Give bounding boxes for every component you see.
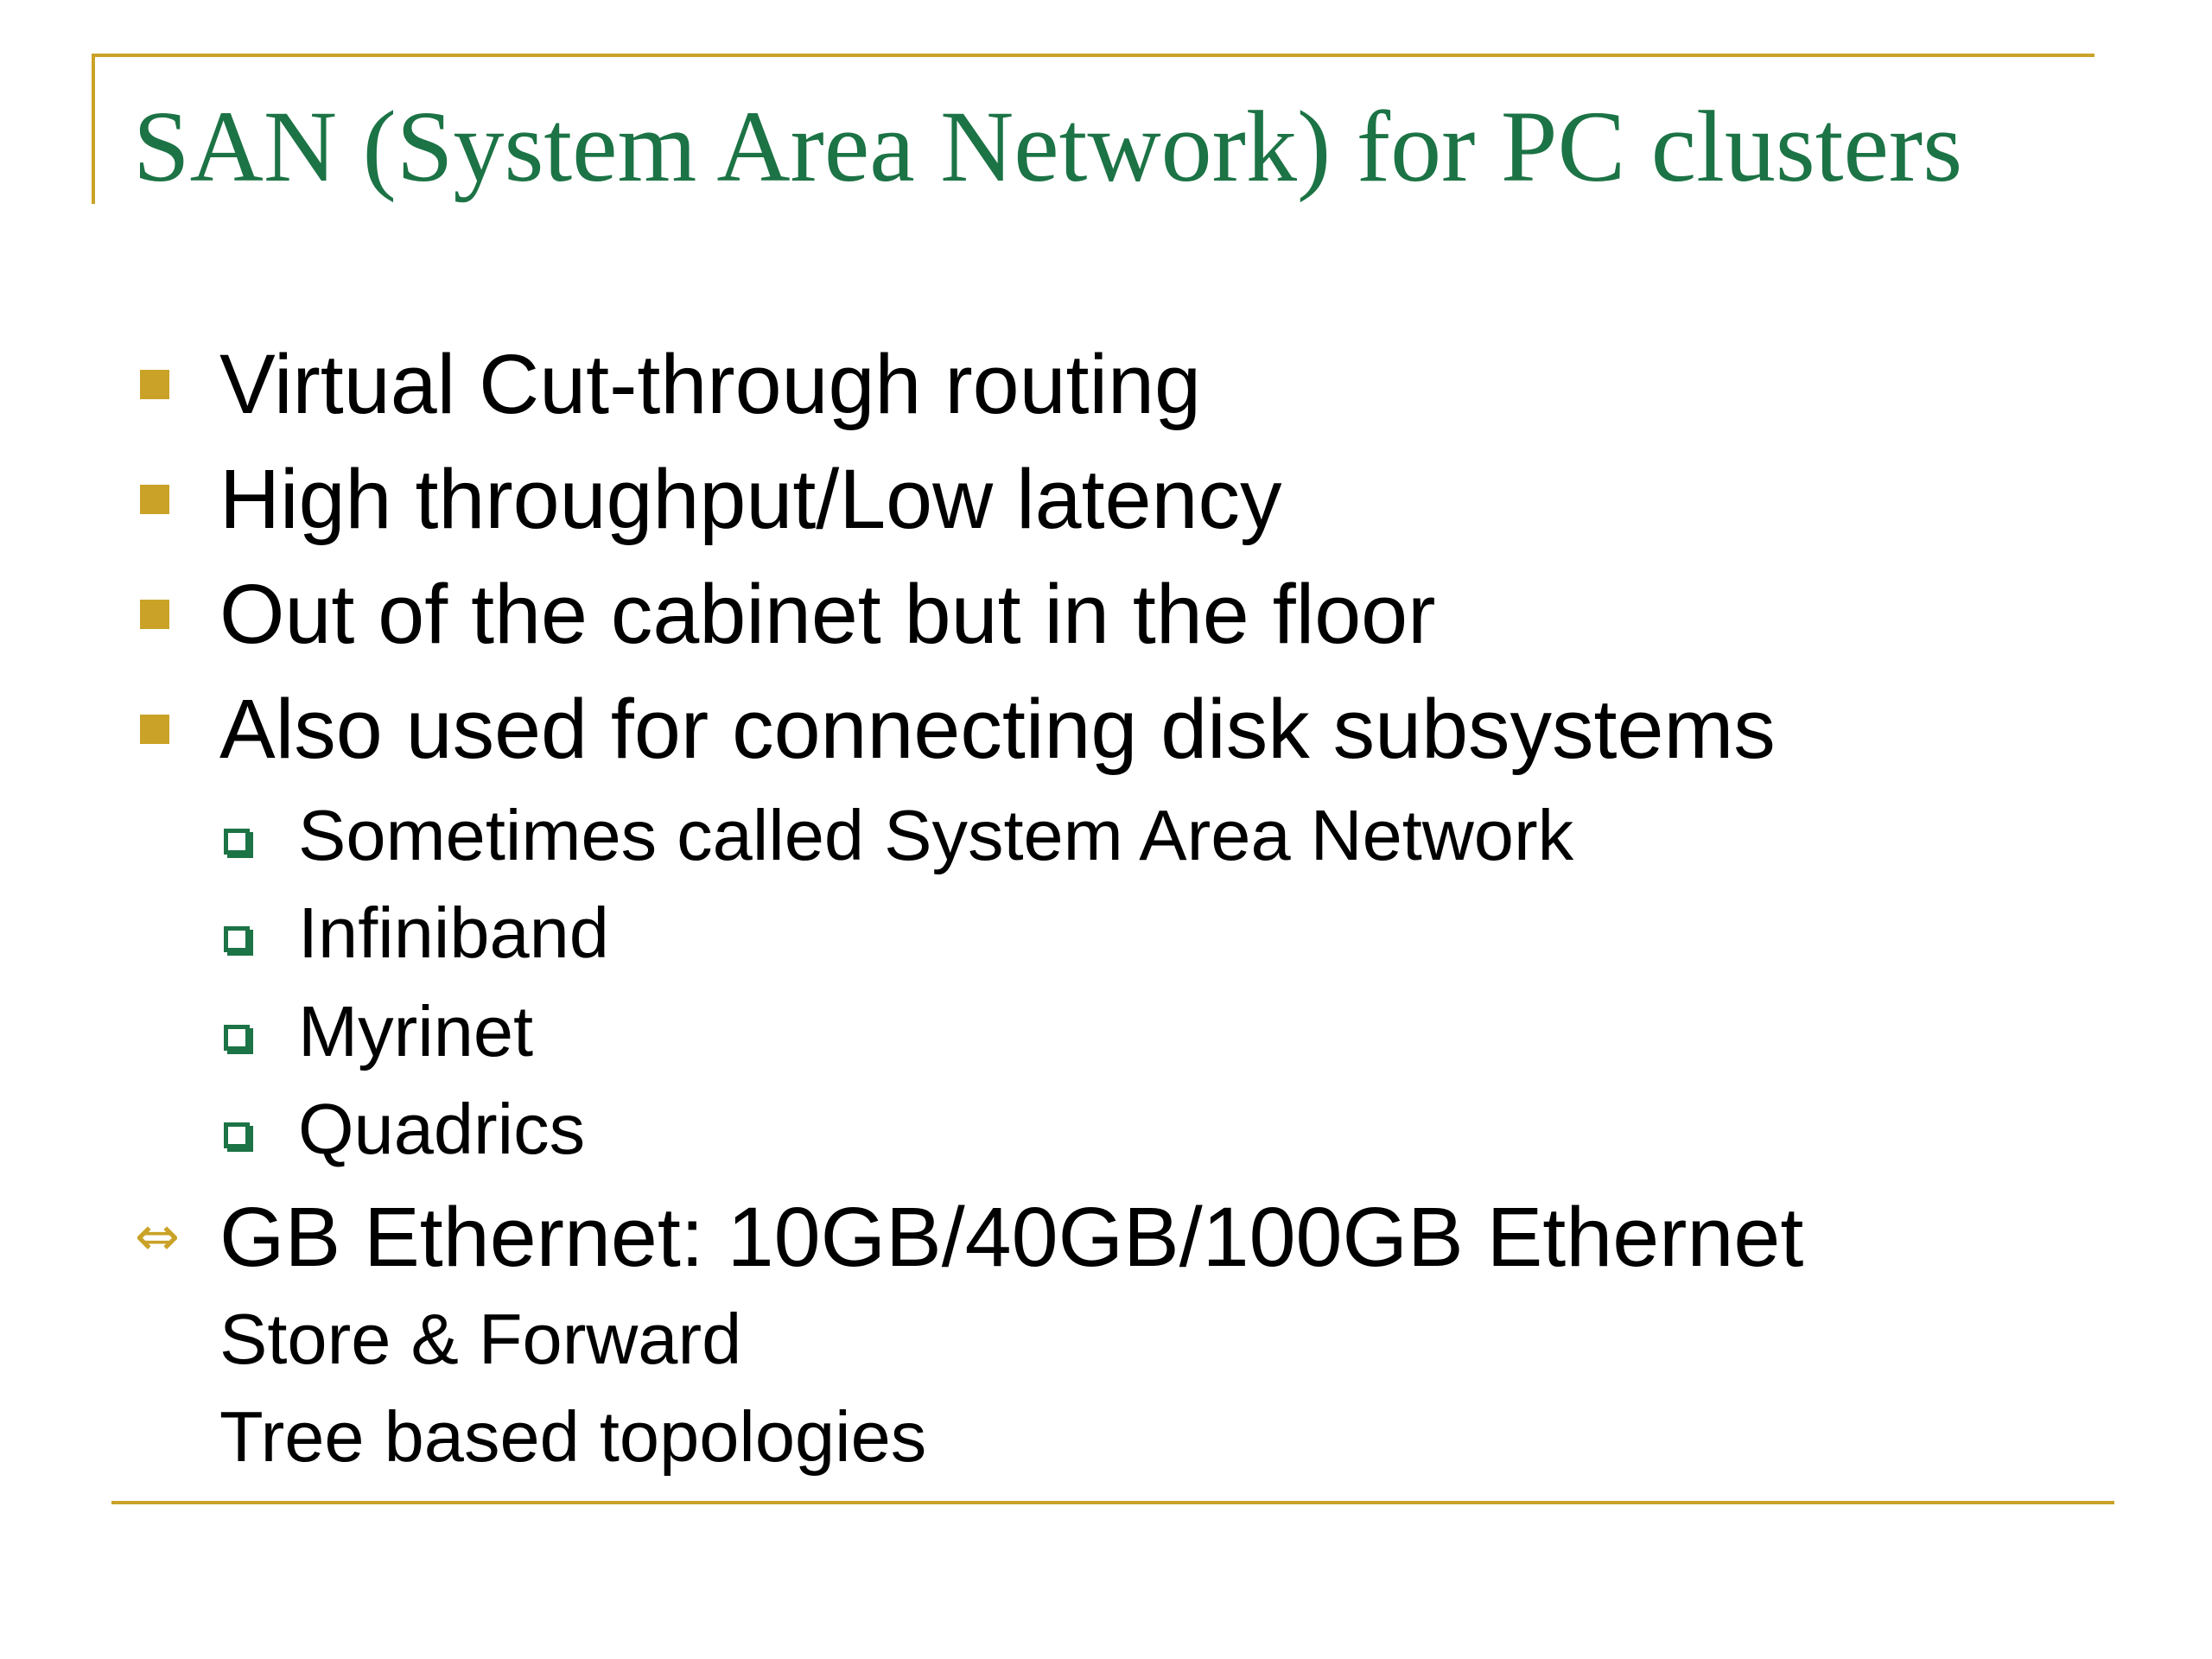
title-left-rule: [92, 54, 95, 204]
double-arrow-icon: ⇔: [135, 1205, 180, 1268]
title-top-rule: [92, 54, 2094, 57]
square-bullet-icon: [140, 370, 169, 399]
square-bullet-icon: [140, 485, 169, 514]
bullet-text: Out of the cabinet but in the floor: [219, 567, 1436, 661]
plain-line-text: Tree based topologies: [219, 1396, 927, 1477]
bullet-text: High throughput/Low latency: [219, 452, 1282, 546]
box-bullet-icon: [224, 926, 250, 952]
box-bullet-icon: [224, 829, 250, 855]
arrow-bullet-text: GB Ethernet: 10GB/40GB/100GB Ethernet: [219, 1190, 1804, 1284]
sub-bullet-text: Sometimes called System Area Network: [298, 795, 1574, 875]
plain-line-text: Store & Forward: [219, 1299, 742, 1379]
footer-rule: [111, 1501, 2114, 1504]
box-bullet-icon: [224, 1025, 250, 1051]
slide-title: SAN (System Area Network) for PC cluster…: [133, 90, 1963, 203]
bullet-text: Also used for connecting disk subsystems: [219, 682, 1776, 776]
sub-bullet-text: Myrinet: [298, 991, 534, 1071]
sub-bullet-text: Quadrics: [298, 1089, 586, 1169]
square-bullet-icon: [140, 715, 169, 744]
square-bullet-icon: [140, 600, 169, 629]
sub-bullet-text: Infiniband: [298, 893, 609, 973]
bullet-text: Virtual Cut-through routing: [219, 337, 1201, 431]
box-bullet-icon: [224, 1122, 250, 1148]
